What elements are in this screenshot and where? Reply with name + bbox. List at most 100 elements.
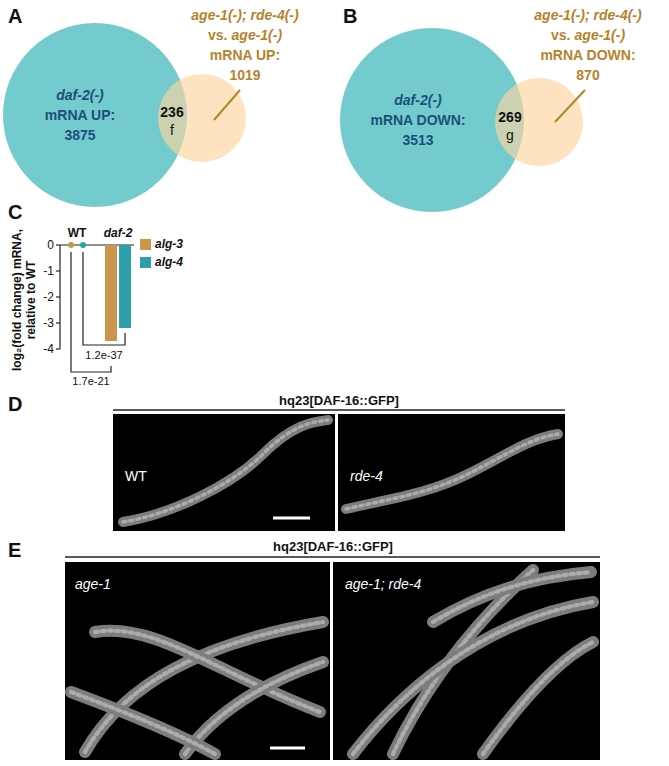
text-line: mRNA DOWN: xyxy=(370,110,465,130)
tick-label: -4 xyxy=(43,342,54,356)
venn-text: age-1(-); rde-4(-) xyxy=(191,7,298,23)
p-value: 1.2e-37 xyxy=(85,349,122,362)
panel-letter: B xyxy=(343,4,357,28)
p-value: 1.7e-21 xyxy=(72,375,109,388)
venn-text: mRNA UP: xyxy=(45,107,115,123)
venn-text: mRNA DOWN: xyxy=(370,112,465,128)
bar xyxy=(119,245,131,328)
wt-dot xyxy=(68,242,74,248)
micrograph-panel: WT xyxy=(113,414,335,531)
text-line: mRNA DOWN: xyxy=(534,45,641,65)
venn-text: age-1(-) xyxy=(232,27,283,43)
worm xyxy=(123,420,328,522)
worm xyxy=(483,642,593,754)
panel-letter: A xyxy=(8,4,22,28)
panel-label: WT xyxy=(125,468,147,484)
title-rule xyxy=(113,409,565,410)
axis-tick xyxy=(56,322,60,323)
significance-bracket xyxy=(83,252,125,345)
venn-text: mRNA DOWN: xyxy=(540,47,635,63)
panel-label: age-1; rde-4 xyxy=(345,576,421,592)
venn-text: age-1(-); rde-4(-) xyxy=(534,7,641,23)
venn-text: vs. xyxy=(551,27,570,43)
panel-label: rde-4 xyxy=(350,468,383,484)
worm-gut xyxy=(393,570,533,754)
tick-label: -1 xyxy=(43,264,54,278)
legend-swatch xyxy=(140,239,151,250)
venn-text: 1019 xyxy=(229,67,260,83)
bar xyxy=(105,245,117,341)
legend-swatch xyxy=(140,257,151,268)
worm-gut xyxy=(123,420,328,522)
worm xyxy=(353,602,593,754)
title-rule xyxy=(65,556,600,557)
text-line: daf-2(-) xyxy=(45,85,115,105)
panel-letter: E xyxy=(8,538,21,562)
axis-tick xyxy=(56,348,60,349)
panel-label: age-1 xyxy=(75,576,111,592)
venn-text: 3875 xyxy=(64,127,95,143)
text-line: 1019 xyxy=(191,65,298,85)
text-stack: daf-2(-) mRNA DOWN: 3513 xyxy=(370,90,465,150)
axis-tick xyxy=(56,270,60,271)
worm xyxy=(185,662,323,754)
legend-text: alg-4 xyxy=(155,255,183,269)
text-stack: age-1(-); rde-4(-) vs. age-1(-) mRNA DOWN: 8… xyxy=(534,5,641,85)
micrograph-panel: age-1 xyxy=(65,562,330,760)
worm xyxy=(393,570,533,754)
text-stack: age-1(-); rde-4(-) vs. age-1(-) mRNA UP: 101… xyxy=(191,5,298,85)
text-line: age-1(-); rde-4(-) xyxy=(191,5,298,25)
text-line: daf-2(-) xyxy=(370,90,465,110)
overlap-count: 269 xyxy=(498,109,521,126)
worm xyxy=(71,692,215,754)
venn-text: daf-2(-) xyxy=(56,87,103,103)
venn-text: 3513 xyxy=(402,132,433,148)
venn-text: 870 xyxy=(576,67,599,83)
overlap-count: 236 xyxy=(160,104,183,121)
worm-gut xyxy=(433,572,591,622)
text-line: 3513 xyxy=(370,130,465,150)
leader-line xyxy=(555,90,585,122)
text-line: mRNA UP: xyxy=(45,105,115,125)
micrograph-panel: age-1; rde-4 xyxy=(333,562,600,760)
text-line: 3875 xyxy=(45,125,115,145)
worm xyxy=(346,434,558,509)
panel-title: hq23[DAF-16::GFP] xyxy=(279,393,399,409)
axis-title: log₂(fold change) mRNA, relative to WT xyxy=(10,228,39,373)
worm xyxy=(433,572,591,622)
venn-text: age-1(-) xyxy=(575,27,626,43)
venn-text: daf-2(-) xyxy=(394,92,441,108)
worm-gut xyxy=(71,692,215,754)
group-label: WT xyxy=(68,226,87,240)
micrograph-panel: rde-4 xyxy=(338,414,565,531)
tick-label: 0 xyxy=(47,238,54,252)
wt-dot xyxy=(80,242,86,248)
scale-bar xyxy=(270,747,305,750)
worm-gut xyxy=(185,662,323,754)
venn-text: vs. xyxy=(208,27,227,43)
axis-tick xyxy=(56,244,60,245)
text-line: age-1(-); rde-4(-) xyxy=(534,5,641,25)
text-line: vs. age-1(-) xyxy=(534,25,641,45)
panel-letter: C xyxy=(8,200,22,224)
worm-gut xyxy=(483,642,593,754)
tick-label: -2 xyxy=(43,290,54,304)
venn-text: mRNA UP: xyxy=(210,47,280,63)
text-line: mRNA UP: xyxy=(191,45,298,65)
group-label: daf-2 xyxy=(104,226,133,240)
legend-text: alg-3 xyxy=(155,237,183,251)
panel-letter: D xyxy=(8,392,22,416)
text-line: vs. age-1(-) xyxy=(191,25,298,45)
text-line: 870 xyxy=(534,65,641,85)
overlap-tag: f xyxy=(170,122,174,139)
scale-bar xyxy=(273,517,310,520)
circle-fill xyxy=(495,78,583,166)
panel-title: hq23[DAF-16::GFP] xyxy=(273,539,393,555)
axis-tick xyxy=(56,296,60,297)
leader-line xyxy=(214,90,240,120)
worm-gut xyxy=(353,602,593,754)
tick-label: -3 xyxy=(43,316,54,330)
overlap-tag: g xyxy=(506,127,514,144)
worm-gut xyxy=(346,434,558,509)
